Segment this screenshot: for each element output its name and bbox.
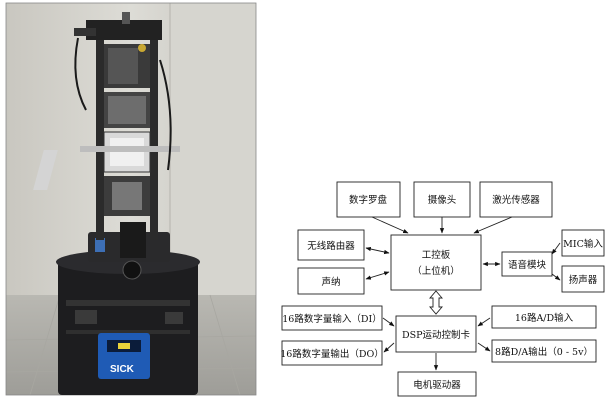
compass-label: 数字罗盘 [349, 194, 388, 206]
compass-box [336, 181, 401, 218]
robot-base [58, 258, 198, 395]
ipc-sublabel: （上位机） [412, 265, 460, 277]
router-box [297, 229, 365, 261]
ipc-label: 工控板 [422, 249, 451, 261]
camera-head [86, 20, 162, 40]
motor-box [397, 371, 477, 397]
do-label: 16路数字量输出（DO） [280, 348, 384, 360]
sonar-box [297, 267, 365, 295]
camera-label: 摄像头 [428, 194, 457, 206]
da-label: 8路D/A输出（0 - 5v） [495, 346, 593, 358]
do-box [281, 340, 383, 366]
arrow-laser-ipc [473, 216, 513, 234]
di-label: 16路数字量输入（DI） [282, 313, 381, 325]
sonar-label: 声纳 [321, 276, 340, 288]
diagram-labels: 数字罗盘 摄像头 激光传感器 工控板 （上位机） 无线路由器 声纳 语音模块 M… [280, 194, 603, 391]
speaker-label: 扬声器 [569, 274, 598, 286]
block-diagram [281, 181, 605, 397]
di-box [281, 305, 383, 331]
arrow-voice-speaker [551, 273, 561, 281]
arrow-dsp-do [383, 342, 395, 353]
camera-box [413, 181, 471, 218]
router-label: 无线路由器 [307, 240, 355, 252]
speaker-box [561, 265, 605, 293]
arrow-dsp-da [477, 342, 491, 352]
voice-box [501, 251, 553, 277]
sick-logo: SICK [110, 364, 135, 375]
photo-wall-right [170, 3, 256, 295]
motor-label: 电机驱动器 [413, 379, 461, 391]
dsp-box [395, 315, 477, 353]
arrow-ad-dsp [477, 317, 491, 327]
robot-tower [96, 40, 104, 240]
dsp-label: DSP运动控制卡 [402, 329, 471, 341]
arrow-ipc-dsp [429, 290, 443, 315]
laser-box [479, 181, 553, 218]
arrow-sonar-ipc [365, 271, 390, 280]
voice-label: 语音模块 [508, 259, 547, 271]
da-box [491, 339, 597, 363]
arrow-compass-ipc [371, 216, 409, 234]
arrow-router-ipc [365, 246, 390, 255]
robot-photo: SICK [5, 2, 257, 396]
arrow-mic-voice [551, 242, 561, 255]
mic-box [561, 229, 605, 257]
laser-label: 激光传感器 [492, 194, 540, 206]
ad-box [491, 305, 597, 329]
arrow-di-dsp [382, 317, 395, 327]
mic-label: MIC输入 [563, 238, 603, 250]
ipc-box [390, 234, 482, 291]
ad-label: 16路A/D输入 [515, 312, 574, 324]
